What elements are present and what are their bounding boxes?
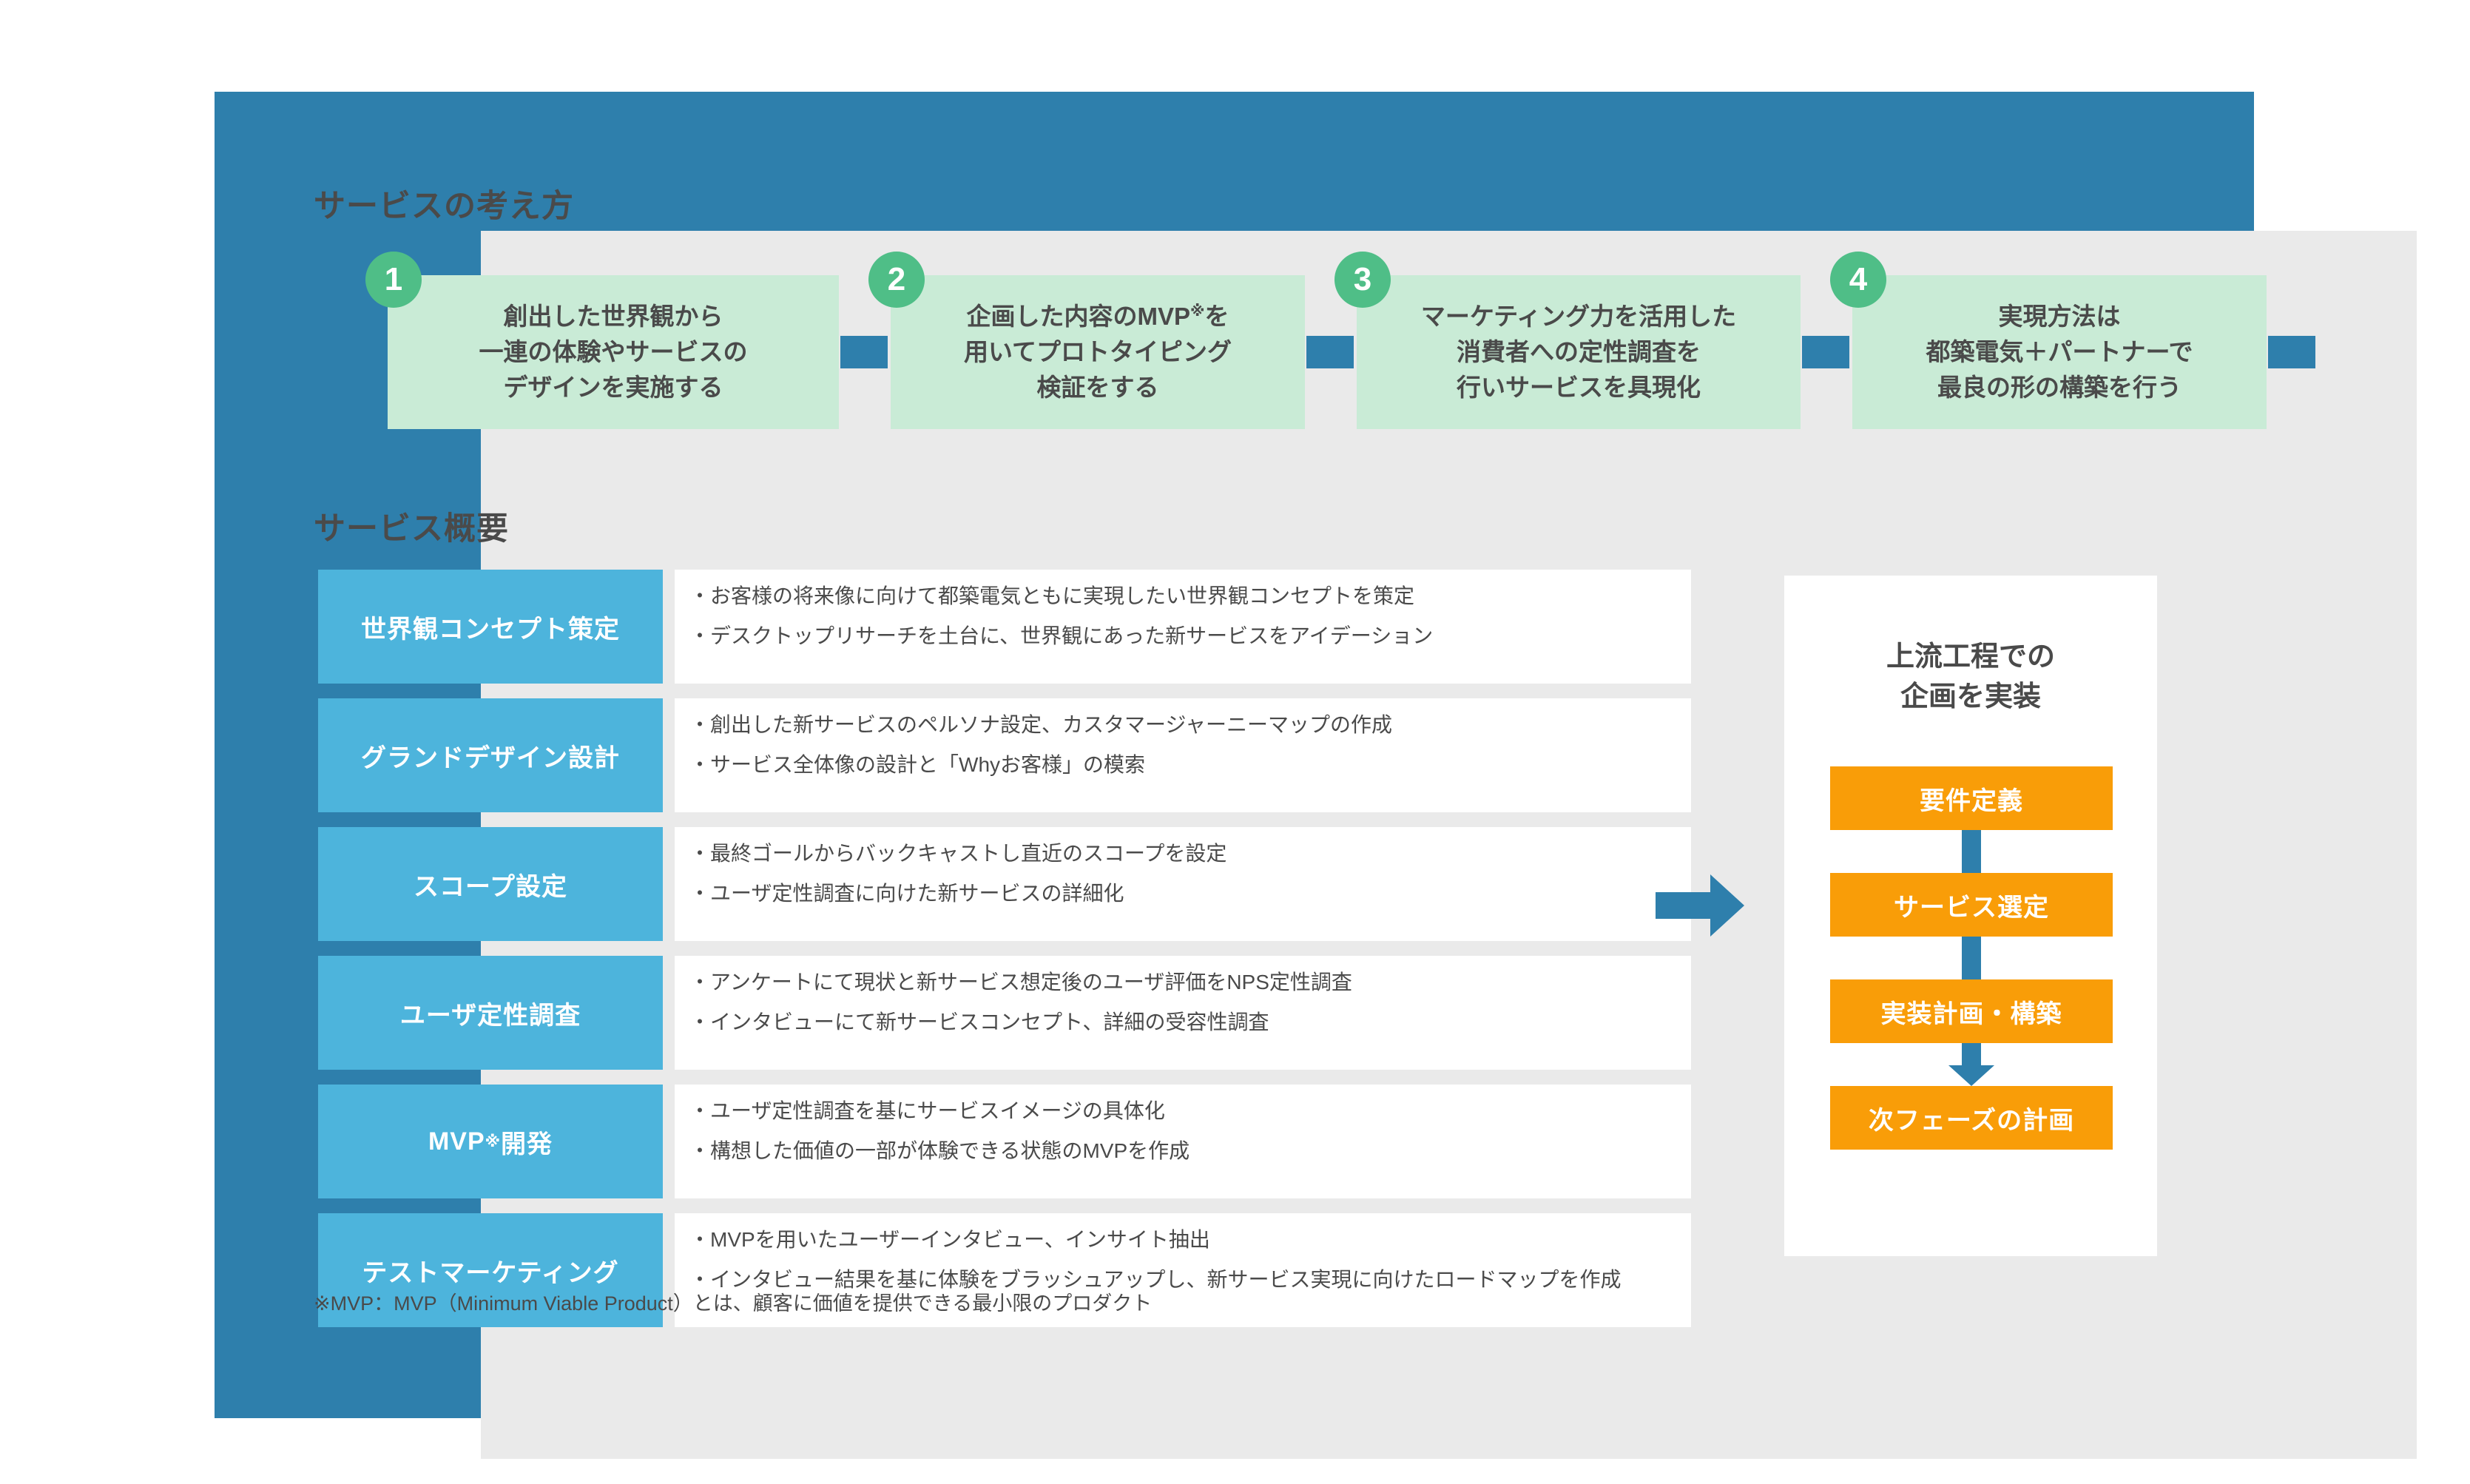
implementation-card-heading: 上流工程での 企画を実装 — [1886, 641, 2055, 712]
list-item: 最終ゴールからバックキャストし直近のスコープを設定 — [689, 843, 1691, 864]
list-item: ユーザ定性調査に向けた新サービスの詳細化 — [689, 883, 1691, 904]
table-row: 世界観コンセプト策定 お客様の将来像に向けて都築電気ともに実現したい世界観コンセ… — [318, 570, 1691, 684]
list-item: サービス全体像の設計と「Whyお客様」の模索 — [689, 755, 1691, 775]
step-badge-4: 4 — [1830, 252, 1886, 308]
step-connector-1 — [840, 336, 888, 368]
list-item: デスクトップリサーチを土台に、世界観にあった新サービスをアイデーション — [689, 626, 1691, 647]
step-box-4-text: 実現方法は 都築電気＋パートナーで 最良の形の構築を行う — [1926, 303, 2193, 401]
step-badge-3: 3 — [1334, 252, 1391, 308]
step-box-2-text-b: を 用いてプロトタイピング 検証をする — [963, 303, 1232, 401]
implementation-box-2[interactable]: サービス選定 — [1830, 873, 2113, 937]
list-item: ユーザ定性調査を基にサービスイメージの具体化 — [689, 1101, 1691, 1122]
row-desc-1: お客様の将来像に向けて都築電気ともに実現したい世界観コンセプトを策定 デスクトッ… — [675, 570, 1691, 684]
step-box-2-text: 企画した内容のMVP※を 用いてプロトタイピング 検証をする — [964, 299, 1232, 405]
step-box-3-text: マーケティング力を活用した 消費者への定性調査を 行いサービスを具現化 — [1420, 303, 1737, 401]
service-overview-table: 世界観コンセプト策定 お客様の将来像に向けて都築電気ともに実現したい世界観コンセ… — [318, 570, 1691, 1342]
list-item: インタビュー結果を基に体験をブラッシュアップし、新サービス実現に向けたロードマッ… — [689, 1269, 1691, 1290]
implementation-connector-1 — [1962, 830, 1981, 873]
row-label-5: MVP※開発 — [318, 1085, 663, 1198]
implementation-arrow-down-icon — [1948, 1043, 1994, 1086]
row-desc-4: アンケートにて現状と新サービス想定後のユーザ評価をNPS定性調査 インタビューに… — [675, 956, 1691, 1070]
table-row: グランドデザイン設計 創出した新サービスのペルソナ設定、カスタマージャーニーマッ… — [318, 698, 1691, 812]
row-label-2: グランドデザイン設計 — [318, 698, 663, 812]
list-item: 創出した新サービスのペルソナ設定、カスタマージャーニーマップの作成 — [689, 715, 1691, 735]
row-desc-5: ユーザ定性調査を基にサービスイメージの具体化 構想した価値の一部が体験できる状態… — [675, 1085, 1691, 1198]
step-box-4[interactable]: 実現方法は 都築電気＋パートナーで 最良の形の構築を行う — [1852, 275, 2267, 429]
implementation-connector-2 — [1962, 937, 1981, 979]
row-label-5-b: 開発 — [501, 1130, 553, 1158]
step-box-1[interactable]: 創出した世界観から 一連の体験やサービスの デザインを実施する — [388, 275, 839, 429]
list-item: MVPを用いたユーザーインタビュー、インサイト抽出 — [689, 1230, 1691, 1250]
step-connector-3 — [1802, 336, 1849, 368]
step-box-2[interactable]: 企画した内容のMVP※を 用いてプロトタイピング 検証をする — [891, 275, 1305, 429]
list-item: 構想した価値の一部が体験できる状態のMVPを作成 — [689, 1141, 1691, 1161]
step-connector-0 — [320, 336, 367, 368]
row-desc-2: 創出した新サービスのペルソナ設定、カスタマージャーニーマップの作成 サービス全体… — [675, 698, 1691, 812]
step-flow: 創出した世界観から 一連の体験やサービスの デザインを実施する 1 企画した内容… — [314, 252, 2315, 429]
table-row: スコープ設定 最終ゴールからバックキャストし直近のスコープを設定 ユーザ定性調査… — [318, 827, 1691, 941]
row-label-5-sup: ※ — [485, 1133, 502, 1150]
footnote-mvp: ※MVP：MVP（Minimum Viable Product）とは、顧客に価値… — [314, 1292, 1153, 1315]
row-label-4: ユーザ定性調査 — [318, 956, 663, 1070]
flow-arrow-right-icon — [1656, 874, 1744, 937]
row-label-6: テストマーケティング — [318, 1213, 663, 1327]
row-desc-6: MVPを用いたユーザーインタビュー、インサイト抽出 インタビュー結果を基に体験を… — [675, 1213, 1691, 1327]
row-label-5-a: MVP — [428, 1127, 485, 1156]
section-title-overview: サービス概要 — [314, 511, 509, 547]
row-desc-3: 最終ゴールからバックキャストし直近のスコープを設定 ユーザ定性調査に向けた新サー… — [675, 827, 1691, 941]
step-badge-2: 2 — [868, 252, 925, 308]
row-label-3: スコープ設定 — [318, 827, 663, 941]
section-title-concept: サービスの考え方 — [314, 189, 574, 224]
step-badge-1: 1 — [365, 252, 422, 308]
row-label-1: 世界観コンセプト策定 — [318, 570, 663, 684]
table-row: MVP※開発 ユーザ定性調査を基にサービスイメージの具体化 構想した価値の一部が… — [318, 1085, 1691, 1198]
list-item: お客様の将来像に向けて都築電気ともに実現したい世界観コンセプトを策定 — [689, 586, 1691, 607]
implementation-card: 上流工程での 企画を実装 要件定義 サービス選定 実装計画・構築 次フェーズの計… — [1784, 576, 2157, 1256]
table-row: ユーザ定性調査 アンケートにて現状と新サービス想定後のユーザ評価をNPS定性調査… — [318, 956, 1691, 1070]
implementation-box-1[interactable]: 要件定義 — [1830, 766, 2113, 830]
step-connector-2 — [1306, 336, 1354, 368]
step-box-2-text-a: 企画した内容のMVP — [966, 303, 1191, 331]
step-box-1-text: 創出した世界観から 一連の体験やサービスの デザインを実施する — [479, 303, 748, 401]
implementation-box-4[interactable]: 次フェーズの計画 — [1830, 1086, 2113, 1150]
step-box-3[interactable]: マーケティング力を活用した 消費者への定性調査を 行いサービスを具現化 — [1357, 275, 1801, 429]
list-item: アンケートにて現状と新サービス想定後のユーザ評価をNPS定性調査 — [689, 972, 1691, 993]
table-row: テストマーケティング MVPを用いたユーザーインタビュー、インサイト抽出 インタ… — [318, 1213, 1691, 1327]
implementation-box-3[interactable]: 実装計画・構築 — [1830, 979, 2113, 1043]
step-connector-4 — [2268, 336, 2315, 368]
step-box-2-sup: ※ — [1190, 303, 1205, 320]
list-item: インタビューにて新サービスコンセプト、詳細の受容性調査 — [689, 1012, 1691, 1033]
